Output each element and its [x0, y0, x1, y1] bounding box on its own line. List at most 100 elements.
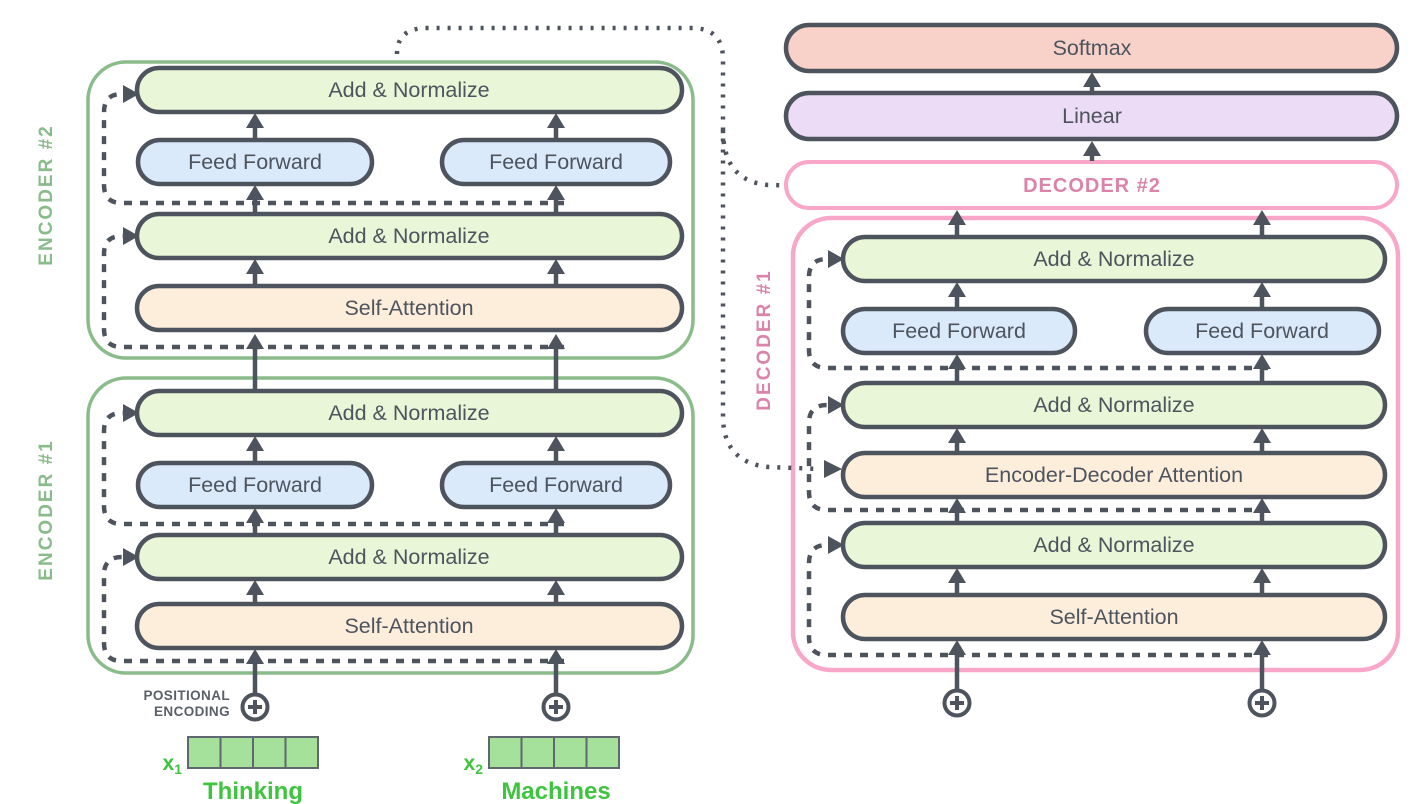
up-arrow	[948, 568, 966, 593]
encoder1-container	[86, 376, 695, 675]
encoder1-side-label: ENCODER #1	[36, 439, 57, 580]
up-arrow-head	[547, 113, 565, 128]
enc1-self-attention-label: Self-Attention	[344, 614, 473, 638]
up-arrow-head	[1253, 498, 1271, 513]
dec1-self-attention-label: Self-Attention	[1049, 605, 1178, 629]
decoder1-container	[790, 215, 1401, 673]
dec1-add-normalize-top-label: Add & Normalize	[1033, 247, 1194, 271]
residual-arrow-head	[828, 250, 844, 268]
dec1-feed-forward-right-label: Feed Forward	[1195, 319, 1329, 343]
dec1-add-normalize-bottom-label: Add & Normalize	[1033, 533, 1194, 557]
enc1-self-attention-pill	[134, 601, 685, 651]
dec1-encoder-decoder-attention-label: Encoder-Decoder Attention	[985, 463, 1243, 487]
positional-encoding-plus-icon	[1247, 688, 1277, 718]
dec1-feed-forward-right-pill	[1143, 306, 1382, 356]
up-arrow	[246, 334, 264, 390]
encoder-to-decoder-context-path	[720, 129, 813, 189]
decoder2-label: DECODER #2	[1023, 175, 1161, 197]
up-arrow	[948, 640, 966, 690]
enc2-add-normalize-top-label: Add & Normalize	[328, 78, 489, 102]
enc2-add-normalize-bottom-pill	[134, 211, 685, 261]
up-arrow-head	[948, 354, 966, 369]
dec1-feed-forward-left-pill	[840, 306, 1078, 356]
residual-arrow-head	[123, 85, 139, 103]
up-arrow	[547, 508, 565, 533]
up-arrow-head	[547, 580, 565, 595]
linear-pill	[783, 90, 1400, 142]
residual-connection-path	[101, 554, 564, 664]
up-arrow	[246, 580, 264, 602]
residual-connection-path	[806, 402, 1268, 513]
up-arrow	[1253, 354, 1271, 381]
enc2-feed-forward-right-label: Feed Forward	[489, 150, 623, 174]
residual-arrow-head	[123, 227, 139, 245]
enc2-add-normalize-bottom-label: Add & Normalize	[328, 224, 489, 248]
softmax-label: Softmax	[1053, 36, 1132, 60]
up-arrow	[547, 185, 565, 212]
token-word-1: Thinking	[203, 778, 303, 804]
residual-arrow-head	[123, 548, 139, 566]
enc2-self-attention-label: Self-Attention	[344, 296, 473, 320]
up-arrow	[948, 210, 966, 235]
encoder2-side-label: ENCODER #2	[36, 124, 57, 265]
up-arrow	[547, 580, 565, 602]
plus-sign	[549, 700, 563, 714]
residual-connection-path	[101, 233, 564, 350]
dec1-self-attention-pill	[840, 592, 1388, 642]
embedding-x1-label: x1	[163, 752, 183, 777]
enc1-feed-forward-left-label: Feed Forward	[188, 473, 322, 497]
embedding-cell	[520, 736, 555, 769]
up-arrow-head	[1253, 282, 1271, 297]
up-arrow	[547, 649, 565, 694]
up-arrow	[1083, 72, 1101, 92]
enc1-feed-forward-left-pill	[135, 460, 375, 510]
up-arrow	[948, 282, 966, 307]
enc2-add-normalize-top-pill	[134, 65, 685, 115]
plus-sign	[950, 696, 964, 710]
enc1-feed-forward-right-label: Feed Forward	[489, 473, 623, 497]
enc2-feed-forward-right-pill	[439, 137, 673, 187]
up-arrow	[1083, 141, 1101, 161]
dec1-feed-forward-left-label: Feed Forward	[892, 319, 1026, 343]
enc1-feed-forward-right-pill	[439, 460, 673, 510]
up-arrow-head	[948, 282, 966, 297]
embedding-cell	[252, 736, 287, 769]
residual-arrow-head	[828, 536, 844, 554]
up-arrow-head	[246, 508, 264, 523]
up-arrow	[547, 259, 565, 284]
up-arrow-head	[547, 436, 565, 451]
up-arrow-head	[547, 649, 565, 664]
plus-sign	[248, 700, 262, 714]
up-arrow-head	[1253, 354, 1271, 369]
residual-arrow-head	[828, 396, 844, 414]
residual-arrow-head	[123, 404, 139, 422]
token-word-2: Machines	[501, 778, 610, 804]
enc1-add-normalize-bottom-label: Add & Normalize	[328, 545, 489, 569]
decoder2-pill	[784, 160, 1399, 210]
up-arrow	[246, 185, 264, 212]
up-arrow-head	[547, 508, 565, 523]
decoder1-side-label: DECODER #1	[754, 269, 775, 410]
up-arrow	[246, 113, 264, 138]
dec1-add-normalize-bottom-pill	[840, 520, 1388, 570]
embedding-vector	[187, 736, 319, 769]
embedding-cell	[284, 736, 319, 769]
up-arrow	[547, 113, 565, 138]
embedding-cell	[553, 736, 588, 769]
up-arrow-head	[246, 259, 264, 274]
up-arrow	[547, 334, 565, 390]
encoder-to-decoder-context-path	[394, 25, 821, 472]
linear-label: Linear	[1062, 104, 1122, 128]
up-arrow-head	[948, 498, 966, 513]
embedding-cell	[488, 736, 523, 769]
encoder2-container	[86, 60, 695, 360]
up-arrow-head	[1253, 568, 1271, 583]
embedding-x2-label: x2	[464, 752, 484, 777]
dec1-add-normalize-top-pill	[840, 234, 1388, 284]
positional-encoding-plus-icon	[541, 692, 571, 722]
up-arrow-head	[948, 568, 966, 583]
up-arrow-head	[1253, 428, 1271, 443]
enc1-add-normalize-top-pill	[134, 388, 685, 438]
residual-connection-path	[806, 542, 1268, 658]
